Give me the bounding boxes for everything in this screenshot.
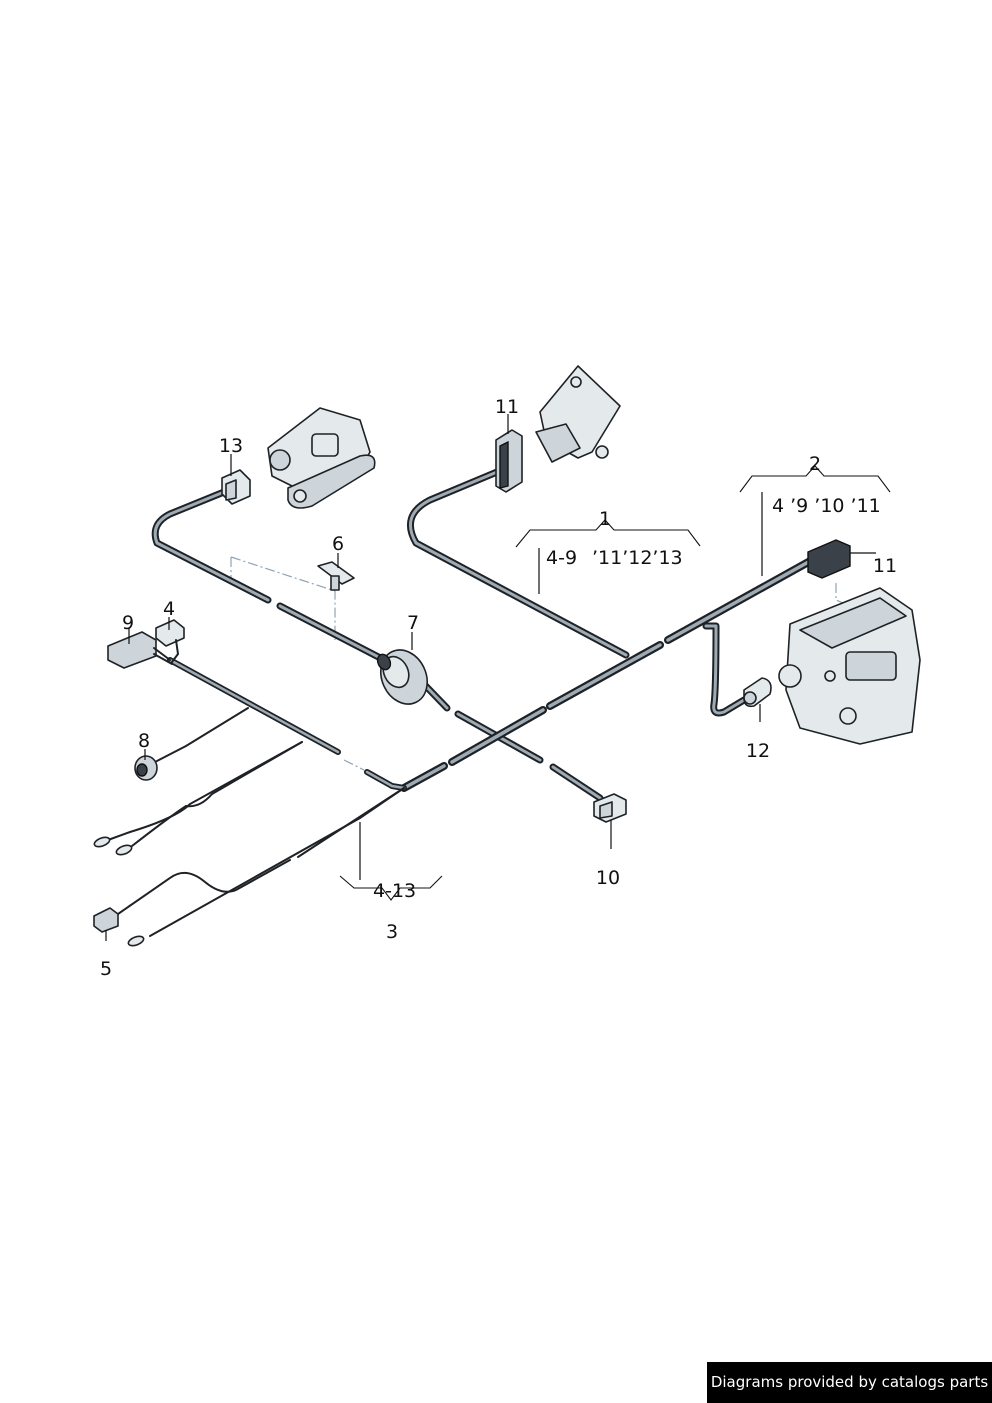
callout-13: 13 [219, 435, 243, 457]
callout-labels: 13 11 1 2 11 6 7 9 4 8 12 10 3 5 [100, 396, 897, 980]
holder-clip-6 [317, 561, 355, 591]
callout-7: 7 [407, 612, 419, 634]
connector-13 [221, 469, 251, 505]
range-brackets [339, 465, 891, 901]
range-2: 4 ’9 ’10 ’11 [772, 495, 881, 517]
callout-11-right: 11 [873, 555, 897, 577]
callout-4: 4 [163, 598, 175, 620]
callout-3: 3 [386, 921, 398, 943]
sensor-8 [134, 755, 158, 781]
callout-5: 5 [100, 958, 112, 980]
credit-banner: Diagrams provided by catalogs parts [707, 1362, 992, 1403]
callout-9: 9 [122, 612, 134, 634]
callout-10: 10 [596, 867, 620, 889]
harness-cables [107, 468, 816, 937]
callout-2: 2 [809, 453, 821, 475]
callout-6: 6 [332, 533, 344, 555]
callout-12: 12 [746, 740, 770, 762]
leader-lines [105, 414, 876, 941]
connector-5 [93, 907, 119, 933]
range-labels: 4-9 ’11’12’13 4 ’9 ’10 ’11 4-13 [373, 495, 881, 902]
callout-11-top: 11 [495, 396, 519, 418]
range-3: 4-13 [373, 880, 416, 902]
cable-lower-trunk [117, 787, 405, 915]
ring-terminals [93, 836, 145, 947]
cable-13-10 [151, 488, 604, 802]
heater-unit-illustration [778, 587, 921, 745]
connector-4 [155, 619, 185, 663]
control-unit-illustration [535, 365, 621, 463]
grommet-7 [376, 649, 428, 705]
connector-11-top [495, 429, 523, 493]
connector-12 [743, 677, 772, 708]
callout-8: 8 [138, 730, 150, 752]
callout-1: 1 [599, 508, 611, 530]
range-1-b: ’11’12’13 [592, 547, 683, 569]
reference-lines [230, 556, 885, 771]
connector-11-right [807, 539, 851, 579]
connector-9 [107, 631, 173, 669]
pump-assembly-illustration [267, 407, 376, 509]
connector-10 [593, 793, 627, 823]
range-1-a: 4-9 [546, 547, 577, 569]
